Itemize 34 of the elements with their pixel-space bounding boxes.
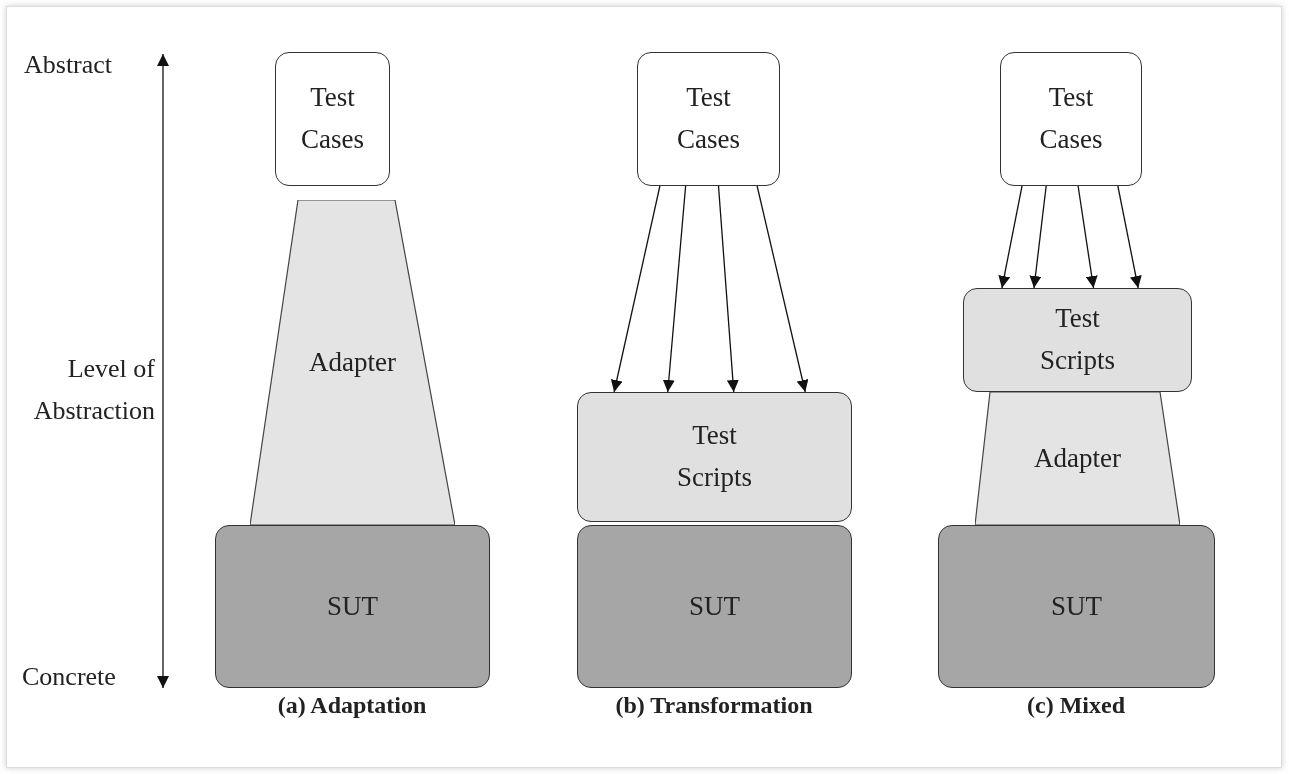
arrow (1117, 185, 1142, 289)
node-text: Adapter (1034, 441, 1121, 475)
caption: (c) Mixed (1027, 692, 1125, 719)
node-text: SUT (327, 589, 378, 623)
arrow (1029, 185, 1047, 289)
process-box (637, 52, 780, 186)
axis-label: Concrete (22, 662, 116, 692)
process-box (1000, 52, 1142, 186)
caption: (a) Adaptation (277, 692, 427, 719)
caption: (b) Transformation (615, 692, 813, 719)
arrow (717, 185, 739, 393)
adapter-trapezoid (250, 200, 455, 525)
process-box (577, 392, 852, 522)
axis-label: Level of Abstraction (32, 353, 155, 427)
arrow (610, 185, 661, 393)
axis-label: Abstract (24, 50, 113, 80)
process-box (577, 525, 852, 688)
node-text: Test Cases (1038, 81, 1104, 156)
arrow (998, 185, 1023, 289)
process-box (275, 52, 390, 186)
adapter-trapezoid (975, 392, 1180, 525)
node-text: SUT (689, 589, 740, 623)
node-text: Test Cases (676, 81, 741, 156)
process-box (963, 288, 1192, 392)
arrow (662, 185, 687, 393)
process-box (215, 525, 490, 688)
node-text: Test Cases (300, 81, 365, 156)
arrow (1077, 185, 1098, 289)
node-text: SUT (1051, 589, 1102, 623)
node-text: Test Scripts (676, 419, 753, 494)
arrow (756, 185, 809, 393)
node-text: Test Scripts (1039, 302, 1116, 377)
process-box (938, 525, 1215, 688)
node-text: Adapter (309, 345, 396, 379)
